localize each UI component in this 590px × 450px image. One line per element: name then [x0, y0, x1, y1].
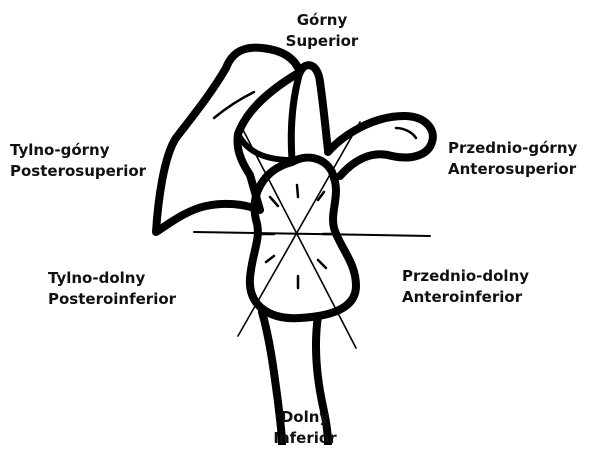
- label-posteroinferior-en: Posteroinferior: [48, 289, 176, 310]
- label-anteroinferior-en: Anteroinferior: [402, 287, 529, 308]
- label-anterosuperior: Przednio-górny Anterosuperior: [448, 138, 577, 180]
- glenoid-tick: [266, 256, 274, 262]
- label-superior-pl: Górny: [272, 10, 372, 31]
- superior-rim: [238, 134, 292, 160]
- glenoid-tick: [297, 185, 298, 197]
- label-posterosuperior-pl: Tylno-górny: [10, 140, 146, 161]
- label-anterosuperior-en: Anterosuperior: [448, 159, 577, 180]
- label-anteroinferior: Przednio-dolny Anteroinferior: [402, 266, 529, 308]
- scapula-contour: [300, 65, 328, 150]
- glenoid-tick: [318, 260, 326, 268]
- label-posterosuperior: Tylno-górny Posterosuperior: [10, 140, 146, 182]
- coracoid-detail-line: [396, 128, 416, 138]
- label-inferior-en: Inferior: [260, 428, 350, 449]
- label-inferior: Dolny Inferior: [260, 407, 350, 449]
- label-anteroinferior-pl: Przednio-dolny: [402, 266, 529, 287]
- label-anterosuperior-pl: Przednio-górny: [448, 138, 577, 159]
- label-inferior-pl: Dolny: [260, 407, 350, 428]
- label-superior: Górny Superior: [272, 10, 372, 52]
- acromion-outline: [156, 48, 300, 232]
- label-posteroinferior-pl: Tylno-dolny: [48, 268, 176, 289]
- label-posteroinferior: Tylno-dolny Posteroinferior: [48, 268, 176, 310]
- coracoid-process: [328, 116, 433, 176]
- label-posterosuperior-en: Posterosuperior: [10, 161, 146, 182]
- scapula-inner-line: [291, 72, 300, 160]
- horizontal-divider-line: [194, 232, 430, 236]
- glenoid-fossa: [250, 158, 356, 319]
- glenoid-tick: [270, 197, 278, 206]
- label-superior-en: Superior: [272, 31, 372, 52]
